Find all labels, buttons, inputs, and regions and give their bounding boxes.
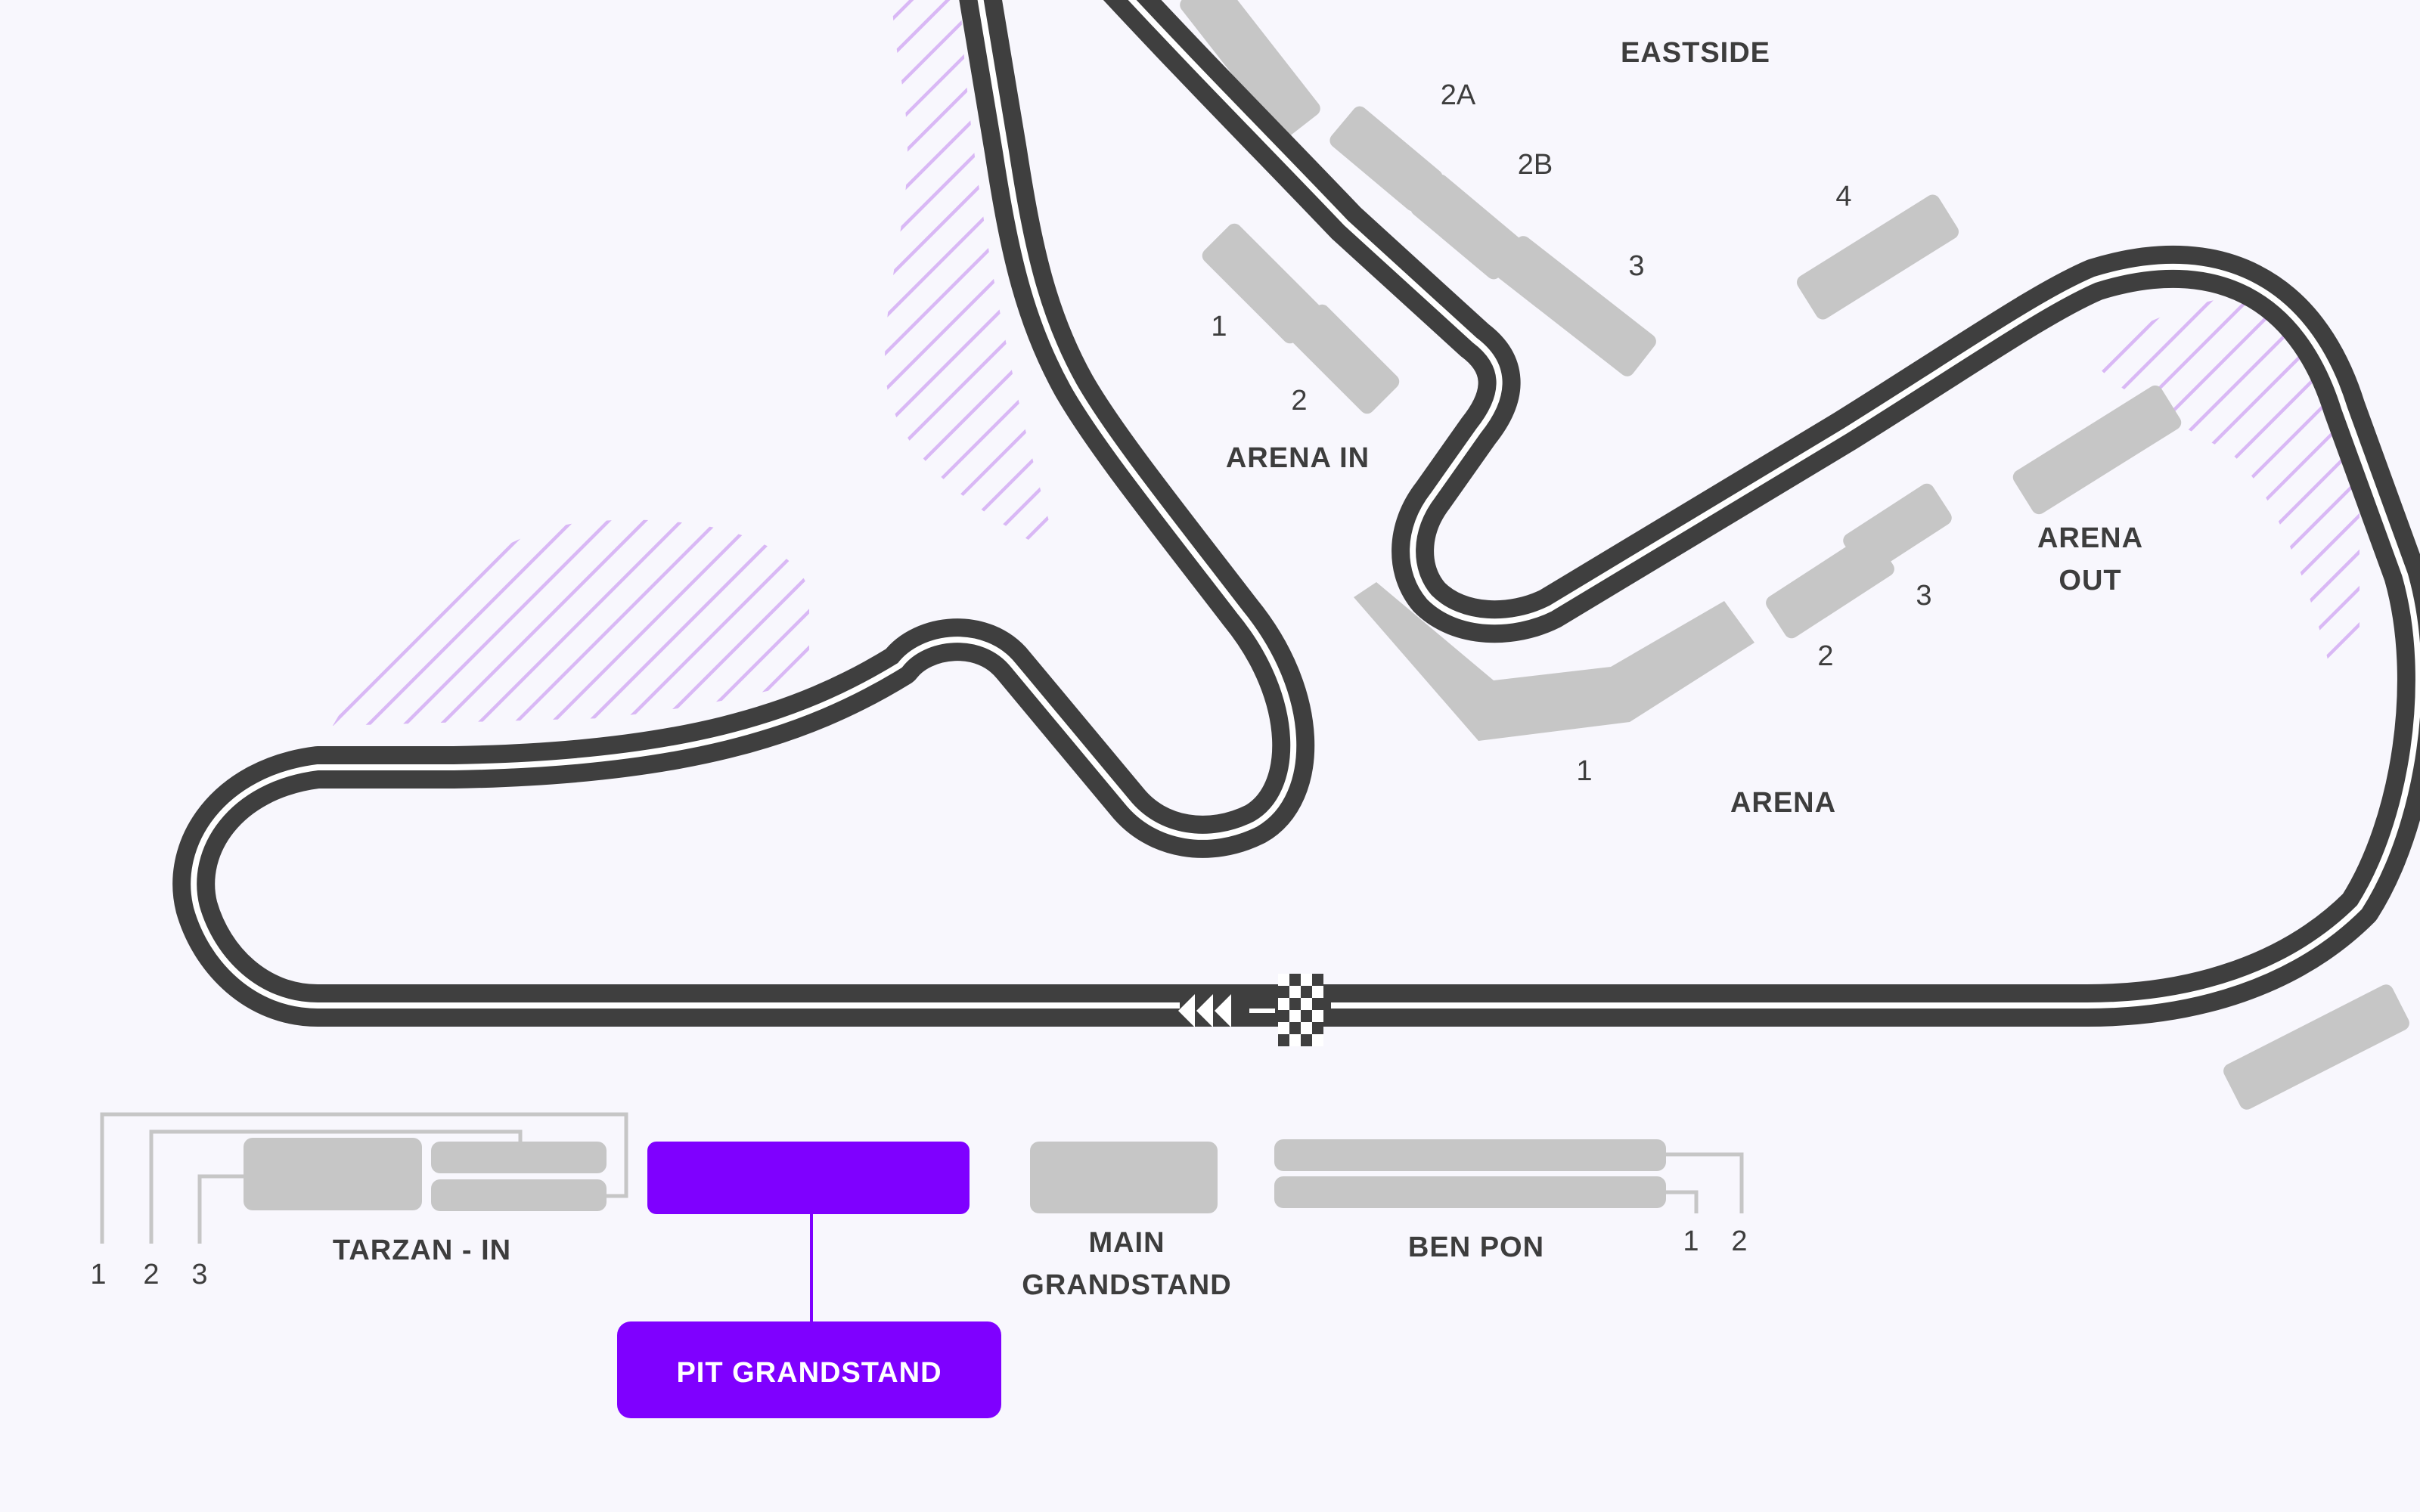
- race-track: [172, 0, 2420, 1046]
- label-main-line1: MAIN: [1088, 1227, 1165, 1259]
- num-eastside-4: 4: [1835, 181, 1851, 212]
- stand-eastside-2a: [1329, 106, 1443, 212]
- stand-arena-in-2: [1289, 304, 1400, 414]
- num-ben-pon-1: 1: [1683, 1225, 1699, 1257]
- num-tarzan-1: 1: [90, 1259, 106, 1290]
- pit-grandstand-group[interactable]: PIT GRANDSTAND: [617, 1142, 1001, 1418]
- stand-arena-1: [1354, 582, 1754, 741]
- stand-tarzan-small-top: [431, 1142, 607, 1173]
- ben-pon-connector-1: [1666, 1190, 1699, 1213]
- stand-arena-out-1: [2012, 385, 2182, 515]
- start-finish-flag-icon: [1278, 974, 1323, 1046]
- stand-tarzan-large: [244, 1138, 422, 1210]
- label-tarzan-in: TARZAN - IN: [333, 1235, 511, 1266]
- stand-arena-in-1: [1202, 223, 1323, 344]
- num-tarzan-3: 3: [191, 1259, 207, 1290]
- num-arena-in-1: 1: [1211, 311, 1227, 342]
- tarzan-connector-3: [197, 1174, 244, 1244]
- pit-grandstand-button[interactable]: [617, 1321, 1001, 1418]
- grandstands: [244, 0, 2409, 1213]
- stand-eastside-1: [1180, 0, 1320, 138]
- stand-eastside-4: [1797, 194, 1959, 320]
- label-main-line2: GRANDSTAND: [1022, 1269, 1231, 1301]
- pit-grandstand-label: PIT GRANDSTAND: [676, 1357, 942, 1389]
- stand-eastside-3: [1494, 236, 1656, 376]
- num-arena-out-3: 3: [1916, 580, 1931, 612]
- stand-number-labels: 2A 2B 3 4 1 2 2 3 1 1 2 3 1 2: [90, 79, 1931, 1290]
- stand-tarzan-small-bottom: [431, 1179, 607, 1211]
- label-arena-out-line1: ARENA: [2037, 522, 2143, 554]
- stand-ben-pon-top: [1274, 1139, 1666, 1171]
- num-arena-in-2: 2: [1291, 385, 1307, 417]
- direction-arrows-icon: [1178, 994, 1275, 1027]
- ben-pon-connector-2: [1666, 1152, 1744, 1213]
- tarzan-connector-1: [100, 1112, 628, 1244]
- stand-far-east: [2223, 984, 2409, 1110]
- stand-main-grandstand: [1030, 1142, 1218, 1213]
- num-eastside-2b: 2B: [1518, 149, 1553, 181]
- stand-connectors: [100, 1112, 1744, 1244]
- label-ben-pon: BEN PON: [1408, 1232, 1544, 1263]
- num-eastside-2a: 2A: [1441, 79, 1476, 111]
- label-arena-in: ARENA IN: [1226, 442, 1370, 474]
- stand-pit-grandstand[interactable]: [647, 1142, 970, 1214]
- stand-eastside-2b: [1410, 174, 1524, 280]
- num-arena-out-2: 2: [1817, 640, 1833, 672]
- runoff-area-north: [885, 0, 1051, 544]
- stand-ben-pon-bottom: [1274, 1176, 1666, 1208]
- label-eastside: EASTSIDE: [1621, 37, 1770, 69]
- track-center-line: [191, 0, 2420, 1009]
- tarzan-connector-2: [149, 1129, 523, 1244]
- runoff-area-west: [333, 519, 809, 726]
- num-eastside-3: 3: [1628, 250, 1644, 282]
- label-arena-out-line2: OUT: [2059, 565, 2121, 596]
- num-arena-1: 1: [1576, 755, 1592, 787]
- stand-arena-out-3: [1766, 533, 1894, 639]
- label-arena: ARENA: [1730, 787, 1836, 819]
- num-tarzan-2: 2: [143, 1259, 159, 1290]
- area-labels: EASTSIDE ARENA IN ARENA OUT ARENA TARZAN…: [333, 37, 2143, 1301]
- num-ben-pon-2: 2: [1731, 1225, 1747, 1257]
